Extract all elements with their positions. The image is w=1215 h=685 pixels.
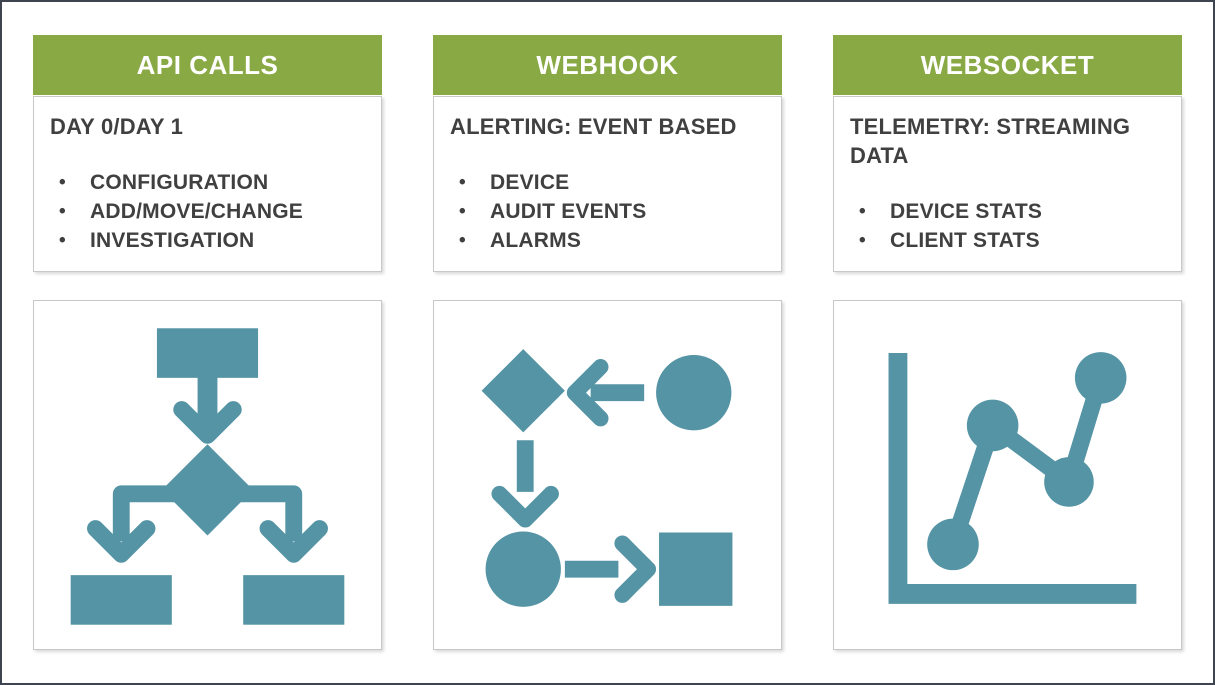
bullet-item: ALARMS (450, 226, 765, 255)
bullet-item: DEVICE (450, 168, 765, 197)
bullet-item: AUDIT EVENTS (450, 197, 765, 226)
api-calls-subtitle: DAY 0/DAY 1 (50, 114, 184, 139)
webhook-bullet-list: DEVICE AUDIT EVENTS ALARMS (450, 168, 765, 255)
webhook-body: ALERTING: EVENT BASED DEVICE AUDIT EVENT… (433, 96, 782, 272)
bullet-item: ADD/MOVE/CHANGE (50, 197, 365, 226)
api-calls-header: API CALLS (33, 35, 382, 95)
bullet-item: INVESTIGATION (50, 226, 365, 255)
websocket-bullet-list: DEVICE STATS CLIENT STATS (850, 197, 1165, 255)
websocket-icon-box (833, 300, 1182, 650)
columns-container: API CALLS DAY 0/DAY 1 CONFIGURATION ADD/… (33, 35, 1182, 650)
line-chart-icon (888, 352, 1137, 604)
process-flow-icon (481, 349, 733, 607)
websocket-body: TELEMETRY: STREAMING DATA DEVICE STATS C… (833, 96, 1182, 272)
webhook-header: WEBHOOK (433, 35, 782, 95)
webhook-header-label: WEBHOOK (536, 49, 679, 80)
websocket-header-label: WEBSOCKET (920, 49, 1095, 80)
api-calls-icon-box (33, 300, 382, 650)
websocket-header: WEBSOCKET (833, 35, 1182, 95)
bullet-item: CONFIGURATION (50, 168, 365, 197)
column-api-calls: API CALLS DAY 0/DAY 1 CONFIGURATION ADD/… (33, 35, 382, 650)
api-calls-header-label: API CALLS (136, 49, 279, 80)
bullet-item: CLIENT STATS (850, 226, 1165, 255)
webhook-icon-box (433, 300, 782, 650)
webhook-subtitle: ALERTING: EVENT BASED (450, 114, 737, 139)
column-webhook: WEBHOOK ALERTING: EVENT BASED DEVICE AUD… (433, 35, 782, 650)
bullet-item: DEVICE STATS (850, 197, 1165, 226)
flowchart-hierarchy-icon (70, 328, 345, 625)
websocket-subtitle: TELEMETRY: STREAMING DATA (850, 114, 1131, 168)
api-calls-body: DAY 0/DAY 1 CONFIGURATION ADD/MOVE/CHANG… (33, 96, 382, 272)
column-websocket: WEBSOCKET TELEMETRY: STREAMING DATA DEVI… (833, 35, 1182, 650)
api-calls-bullet-list: CONFIGURATION ADD/MOVE/CHANGE INVESTIGAT… (50, 168, 365, 255)
